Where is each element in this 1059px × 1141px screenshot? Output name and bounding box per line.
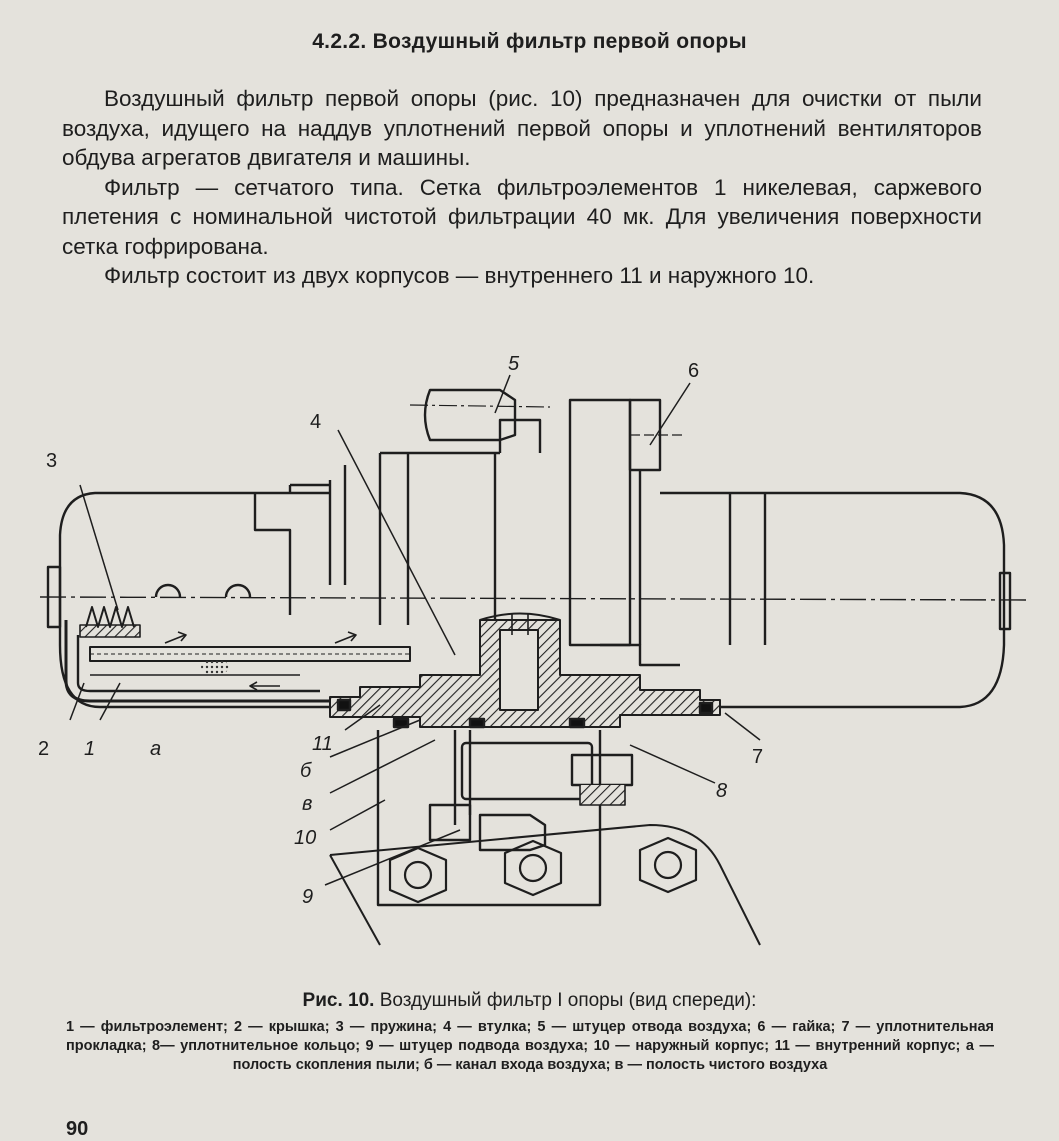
figure-caption: Рис. 10. Воздушный фильтр I опоры (вид с… (0, 990, 1059, 1012)
callout-b: б (300, 760, 312, 782)
left-end-cap (46, 565, 62, 629)
inlet-fitting (428, 803, 472, 842)
cover-section (64, 620, 330, 703)
callout-7: 7 (752, 746, 763, 768)
right-canister-outline (660, 491, 1006, 709)
callout-9: 9 (302, 886, 313, 908)
callout-3: 3 (46, 450, 57, 472)
paragraph-filter-type: Фильтр — сетчатого типа. Сетка фильтроэл… (62, 174, 982, 259)
bolt-heads (388, 836, 698, 904)
center-line (39, 596, 1031, 601)
callout-11: 11 (312, 733, 333, 755)
callout-10: 10 (294, 827, 316, 849)
callout-2: 2 (38, 738, 49, 760)
callout-8: 8 (716, 780, 727, 802)
figure-legend: 1 — фильтроэлемент; 2 — крышка; 3 — пруж… (66, 1019, 994, 1073)
callout-4: 4 (310, 411, 321, 433)
callout-v: в (302, 793, 312, 815)
outer-housing (376, 730, 602, 907)
section-heading: 4.2.2. Воздушный фильтр первой опоры (312, 30, 747, 53)
flange (568, 398, 632, 647)
callout-5: 5 (508, 353, 520, 375)
paragraph-housings: Фильтр состоит из двух корпусов — внутре… (104, 263, 815, 288)
right-end-cap (998, 571, 1012, 631)
body-text: Воздушный фильтр первой опоры (рис. 10) … (62, 84, 982, 291)
paragraph-purpose: Воздушный фильтр первой опоры (рис. 10) … (62, 86, 982, 170)
mounting-bracket (329, 824, 761, 946)
outlet-fitting (498, 418, 542, 453)
caption-label: Рис. 10. (302, 990, 375, 1011)
filter-drawing: 3 2 1 a 4 5 6 11 б в 10 9 7 8 (38, 353, 1031, 946)
callout-1: 1 (84, 738, 95, 760)
spring (85, 606, 135, 628)
filter-element (89, 646, 411, 662)
left-canister-outline (58, 491, 330, 709)
callout-6-top: 6 (688, 360, 699, 382)
callout-a: a (150, 738, 161, 760)
caption-text: Воздушный фильтр I опоры (вид спереди): (379, 990, 757, 1011)
